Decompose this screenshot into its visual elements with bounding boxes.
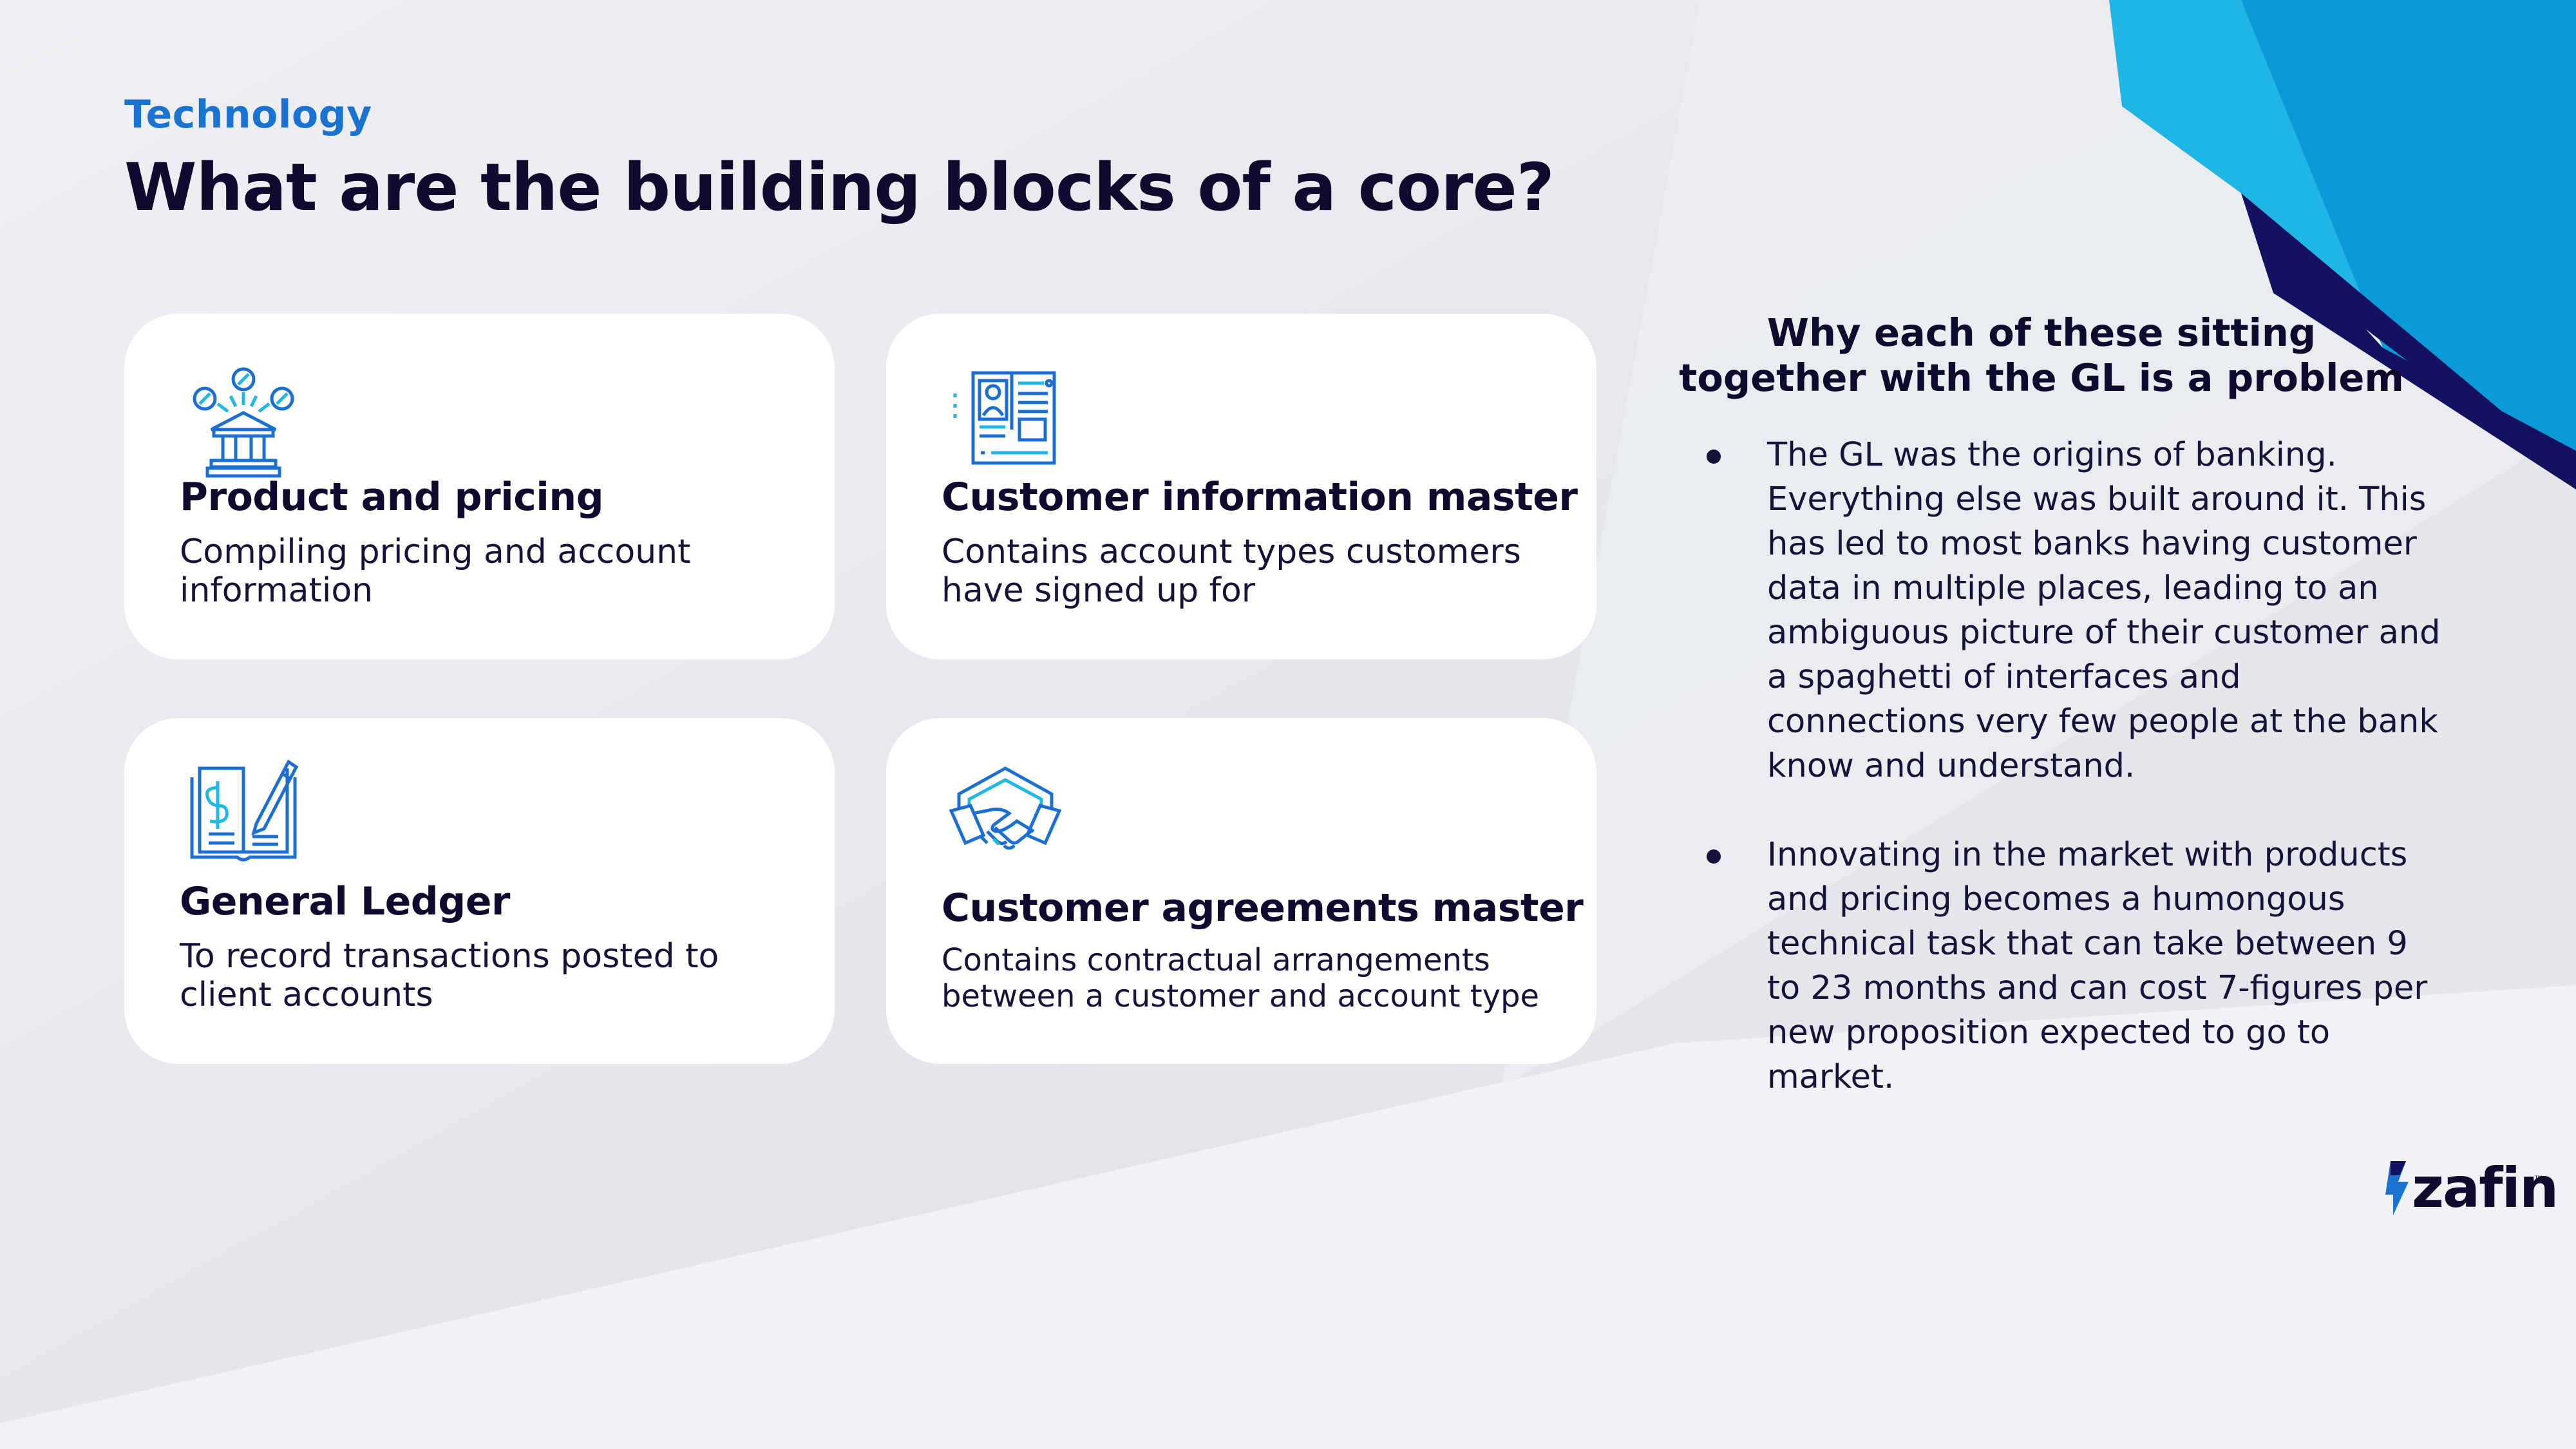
card-title: Customer information master xyxy=(942,475,1578,520)
trademark-symbol: ™ xyxy=(2533,1173,2544,1186)
bullet-text: The GL was the origins of banking. Every… xyxy=(1767,436,2441,785)
profile-document-icon xyxy=(953,371,1056,465)
card-title: General Ledger xyxy=(180,879,511,924)
bullet-item: Innovating in the market with products a… xyxy=(1700,833,2441,1099)
sidebar-title: Why each of these sitting together with … xyxy=(1679,310,2404,400)
card-general-ledger: General Ledger To record transactions po… xyxy=(124,718,835,1064)
sidebar-bullet-list: The GL was the origins of banking. Every… xyxy=(1700,433,2441,1144)
card-title: Customer agreements master xyxy=(942,886,1584,931)
section-eyebrow: Technology xyxy=(124,92,372,137)
handshake-icon xyxy=(949,766,1062,850)
ledger-book-icon xyxy=(190,759,299,862)
bullet-dot-icon xyxy=(1707,450,1721,464)
bullet-dot-icon xyxy=(1707,849,1721,864)
card-customer-information-master: Customer information master Contains acc… xyxy=(886,314,1596,659)
card-product-and-pricing: Product and pricing Compiling pricing an… xyxy=(124,314,835,659)
card-description: Contains contractual arrangements betwee… xyxy=(942,942,1540,1014)
card-description: To record transactions posted to client … xyxy=(180,937,719,1014)
decorative-shape-mid-blue xyxy=(2241,0,2576,489)
card-description: Compiling pricing and account informatio… xyxy=(180,533,691,610)
bullet-item: The GL was the origins of banking. Every… xyxy=(1700,433,2441,788)
card-customer-agreements-master: Customer agreements master Contains cont… xyxy=(886,718,1596,1064)
page-title: What are the building blocks of a core? xyxy=(124,149,1555,226)
card-title: Product and pricing xyxy=(180,475,604,520)
bank-coins-icon xyxy=(193,367,294,478)
card-description: Contains account types customers have si… xyxy=(942,533,1521,610)
zafin-logo-text: zafin xyxy=(2412,1156,2559,1220)
bullet-text: Innovating in the market with products a… xyxy=(1767,836,2428,1096)
zafin-logo-mark xyxy=(2385,1161,2409,1215)
